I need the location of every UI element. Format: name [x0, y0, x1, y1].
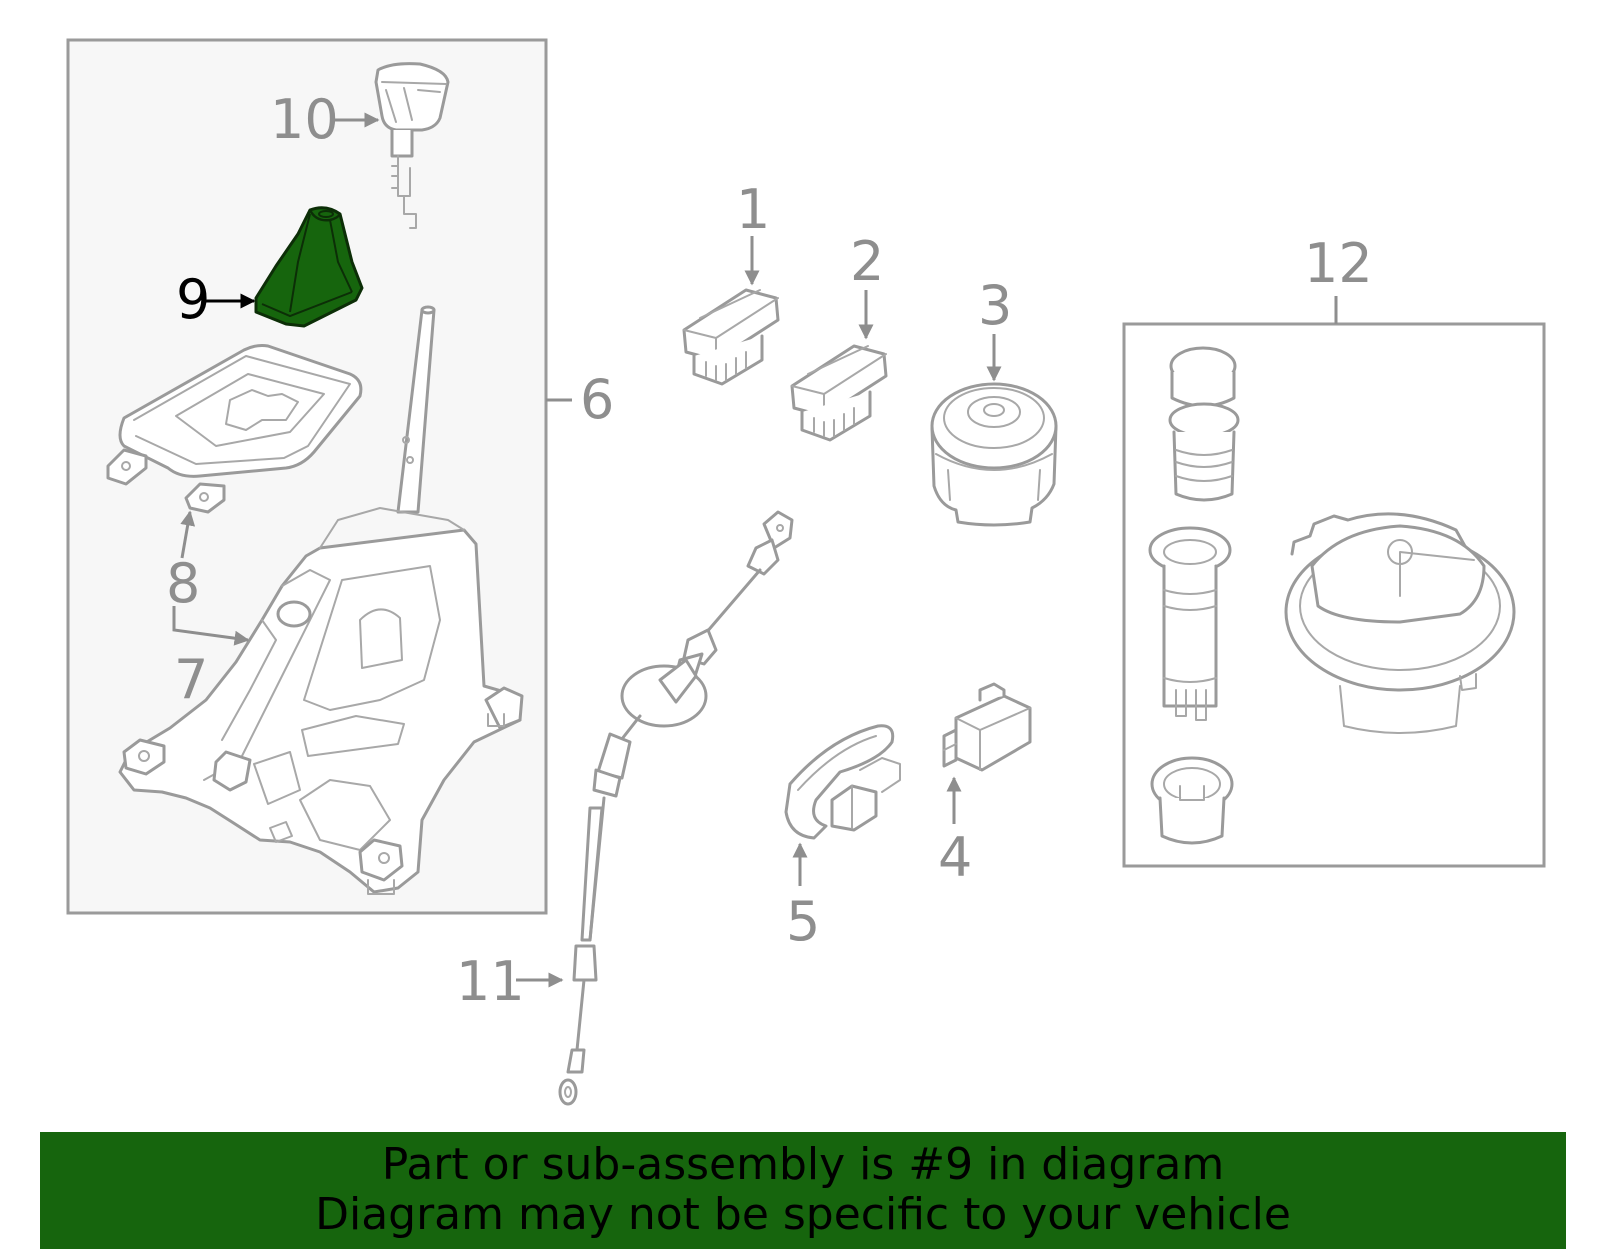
callout-label-6: 6: [580, 368, 614, 431]
shift-knob-part-10: [374, 62, 450, 229]
bracket-part-5: [784, 724, 901, 840]
callout-label-7: 7: [174, 648, 208, 711]
callout-label-3: 3: [978, 274, 1012, 337]
callout-label-10: 10: [270, 88, 339, 151]
switch-part-2: [790, 344, 888, 442]
connector-part-4: [942, 682, 1032, 772]
shifter-base-part-7: [118, 305, 524, 895]
shifter-bezel-part-8: [106, 344, 363, 514]
callout-label-8: 8: [166, 552, 200, 615]
callout-label-1: 1: [736, 178, 770, 241]
power-outlet: [1284, 512, 1516, 734]
socket-ring: [1150, 756, 1234, 845]
callout-label-5: 5: [786, 890, 820, 953]
callout-label-2: 2: [850, 230, 884, 293]
switch-part-1: [682, 288, 780, 386]
lighter-element: [1168, 346, 1240, 502]
callout-label-12: 12: [1304, 232, 1373, 295]
banner-line-disclaimer: Diagram may not be specific to your vehi…: [315, 1189, 1291, 1240]
callout-label-4: 4: [938, 826, 972, 889]
callout-label-9: 9: [176, 268, 210, 331]
lighter-socket: [1148, 526, 1232, 721]
banner-line-part-number: Part or sub-assembly is #9 in diagram: [381, 1139, 1225, 1190]
socket-part-3: [930, 382, 1058, 527]
shift-boot-part-9: [254, 206, 364, 328]
shift-cable-part-11: [558, 510, 794, 1106]
info-banner: Part or sub-assembly is #9 in diagram Di…: [40, 1132, 1566, 1249]
callout-label-11: 11: [456, 950, 525, 1013]
